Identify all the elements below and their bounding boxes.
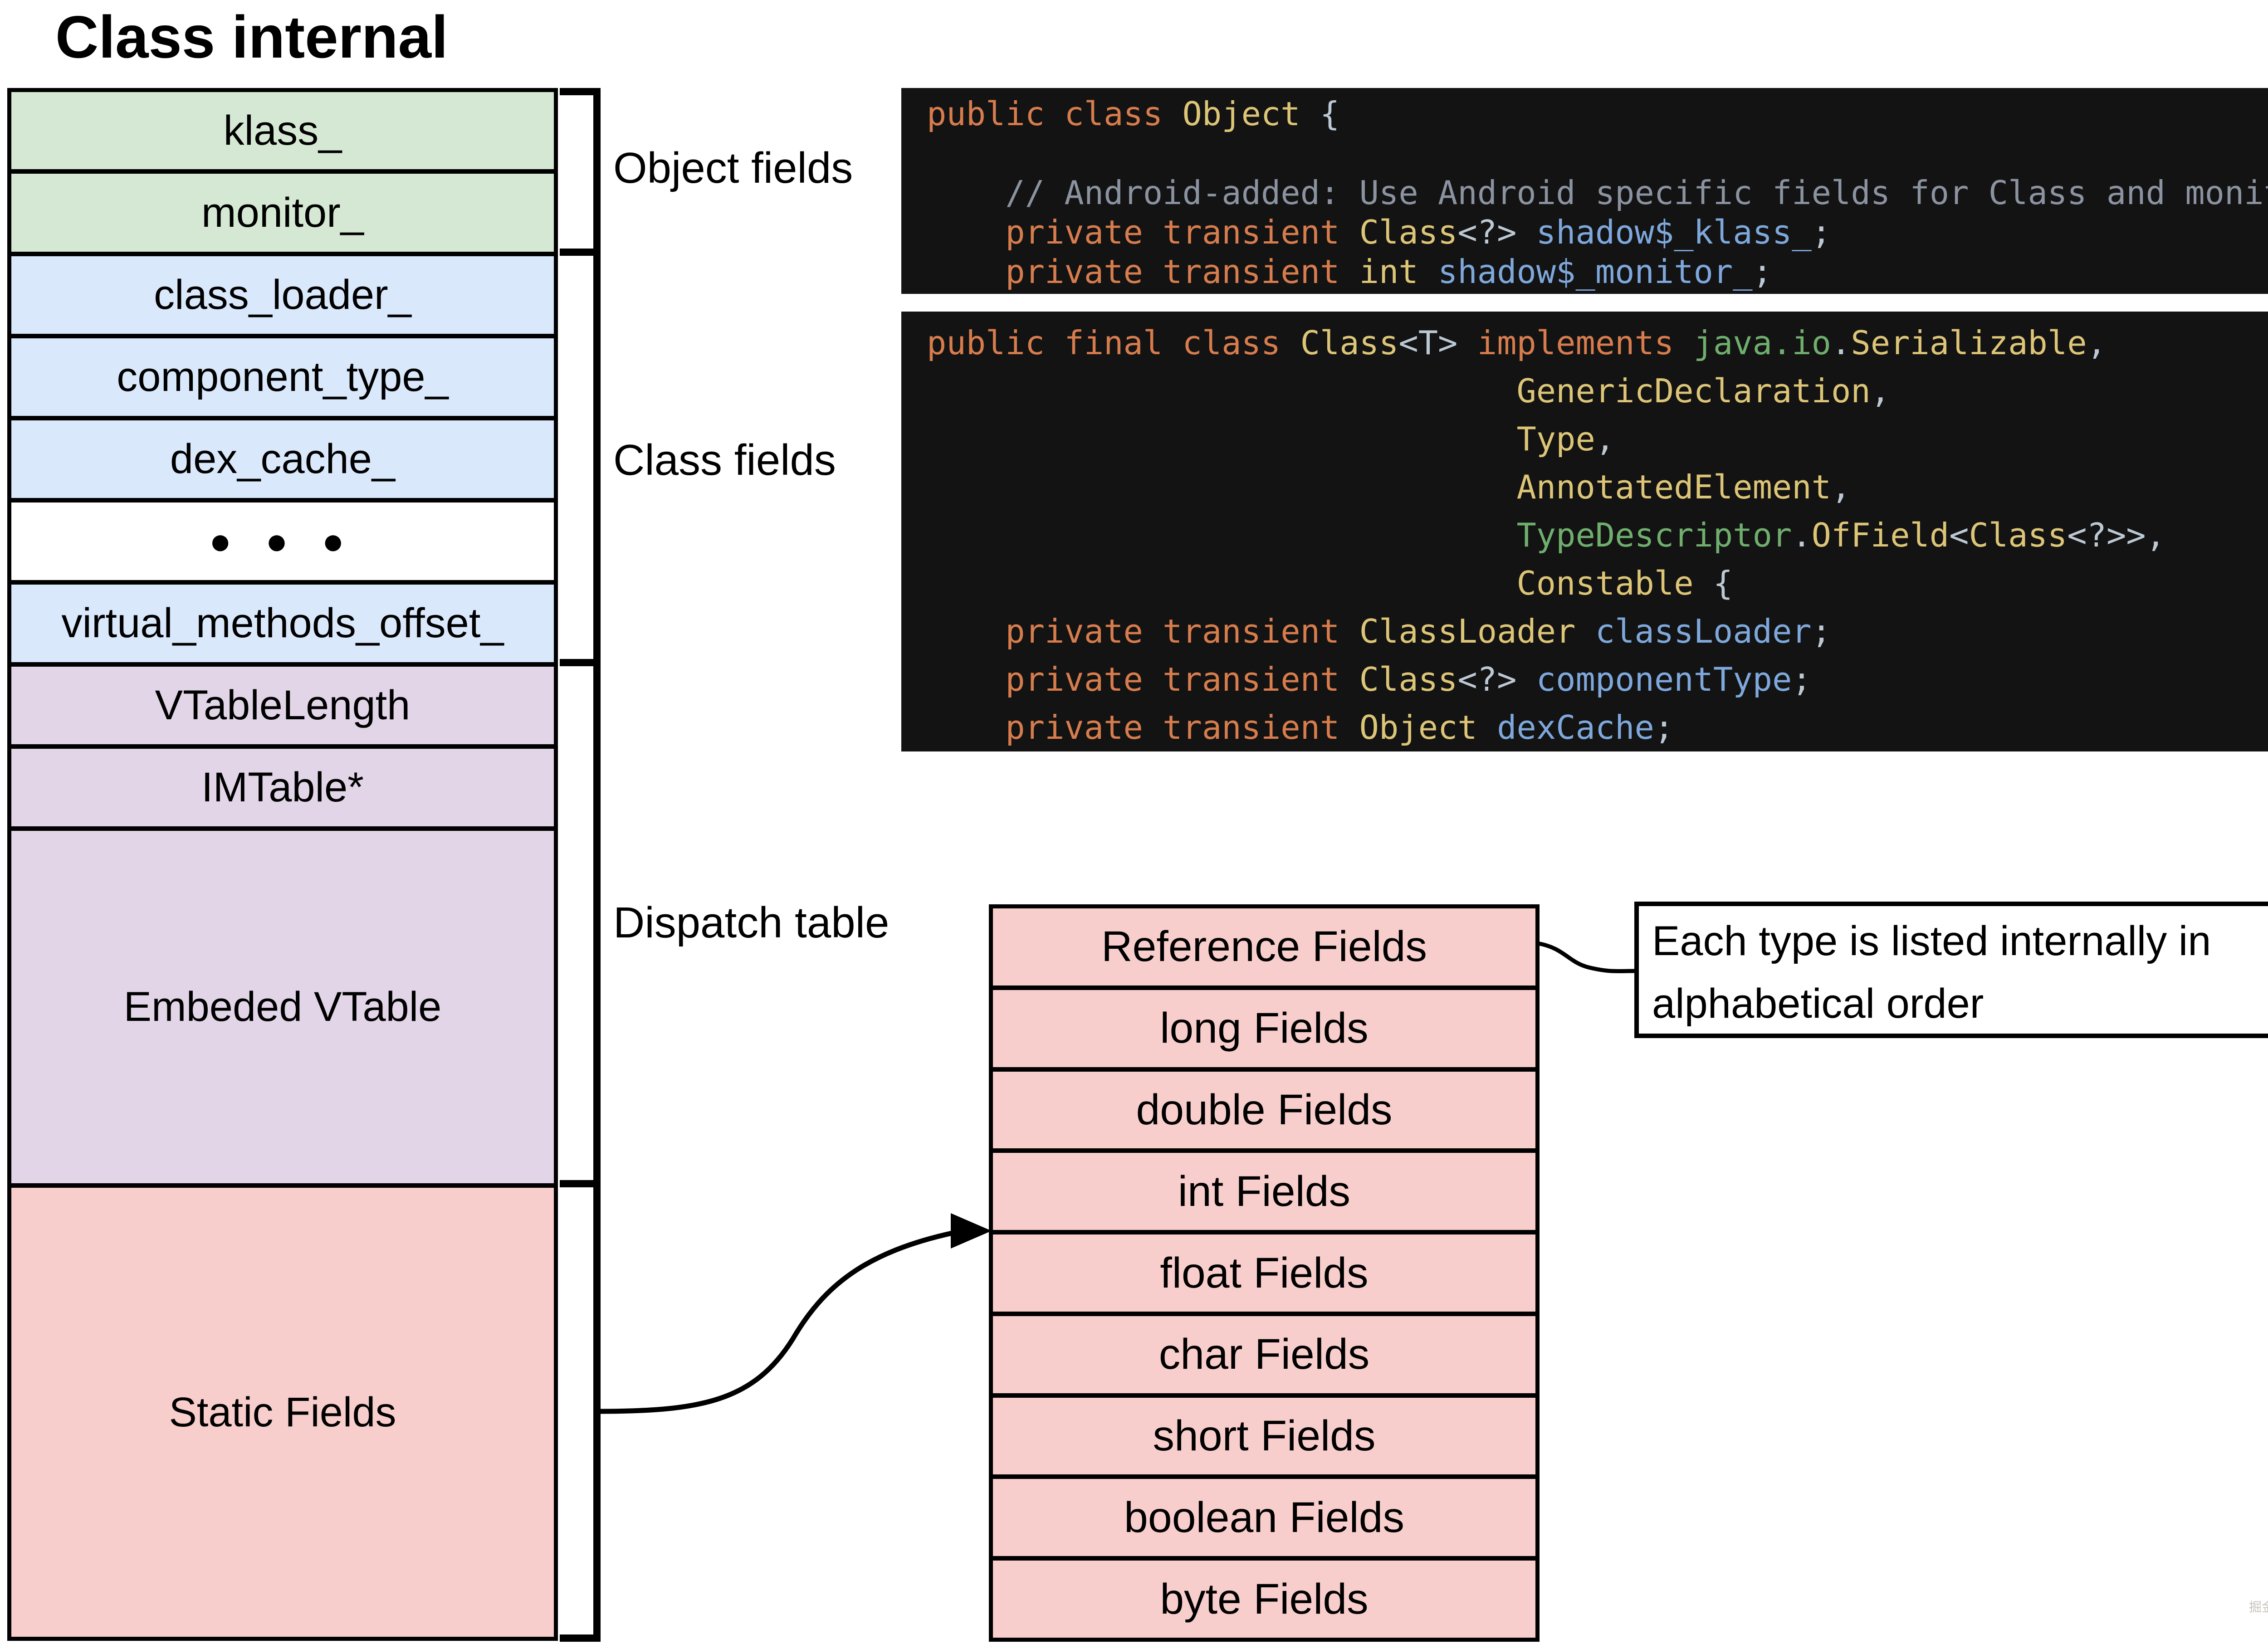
memory-row-label: Static Fields xyxy=(169,1389,396,1435)
code-line: TypeDescriptor.OfField<Class<?>>, xyxy=(1516,516,2165,554)
note-connector-line xyxy=(1537,941,1636,973)
fields-type-row: char Fields xyxy=(993,1316,1535,1398)
bracket-tick xyxy=(560,88,601,95)
class-memory-layout-table: klass_ monitor_ class_loader_ component_typ… xyxy=(7,88,558,1641)
memory-row-label: virtual_methods_offset_ xyxy=(61,600,504,646)
code-line: Constable { xyxy=(1516,564,1733,602)
fields-type-row: double Fields xyxy=(993,1071,1535,1153)
code-line: Type, xyxy=(1516,420,1615,458)
memory-row-label: IMTable* xyxy=(201,764,364,810)
note-text-line: Each type is listed internally in xyxy=(1652,918,2211,964)
memory-row-label: klass_ xyxy=(223,107,342,154)
fields-type-row: boolean Fields xyxy=(993,1479,1535,1561)
fields-type-row-label: int Fields xyxy=(1178,1167,1351,1215)
code-line: private transient Class<?> componentType… xyxy=(927,660,1812,698)
memory-row: Static Fields xyxy=(11,1188,554,1637)
static-fields-arrowhead-icon xyxy=(951,1213,992,1249)
code-block-class-java: public final class Class<T> implements j… xyxy=(901,312,2268,751)
static-fields-type-table: Reference Fields long Fields double Fields… xyxy=(989,904,1540,1642)
fields-type-row: int Fields xyxy=(993,1153,1535,1235)
code-line: private transient int shadow$_monitor_; xyxy=(927,253,1772,291)
fields-type-row: short Fields xyxy=(993,1397,1535,1479)
memory-row: dex_cache_ xyxy=(11,420,554,503)
memory-row-label: component_type_ xyxy=(117,354,449,400)
bracket-tick xyxy=(560,249,601,256)
memory-row-label: VTableLength xyxy=(155,682,411,728)
section-label-object-fields: Object fields xyxy=(613,144,853,192)
note-text-line: alphabetical order xyxy=(1652,981,1984,1027)
fields-type-row-label: boolean Fields xyxy=(1124,1493,1404,1542)
fields-type-row-label: short Fields xyxy=(1153,1412,1376,1460)
note-text: Each type is listed internally in alphab… xyxy=(1652,910,2268,1035)
fields-type-row-label: byte Fields xyxy=(1160,1575,1369,1623)
memory-row-label: Embeded VTable xyxy=(123,984,442,1030)
memory-row-label: class_loader_ xyxy=(154,272,411,318)
memory-row: klass_ xyxy=(11,92,554,174)
code-line: private transient ClassLoader classLoade… xyxy=(927,612,1832,650)
fields-type-row-label: char Fields xyxy=(1158,1330,1370,1379)
bracket-tick xyxy=(560,1634,601,1642)
code-line: AnnotatedElement, xyxy=(1516,468,1851,506)
bracket-tick xyxy=(560,659,601,666)
code-line: // Android-added: Use Android specific f… xyxy=(927,174,2268,212)
code-line: private transient Class<?> shadow$_klass… xyxy=(927,213,1832,251)
fields-type-row-label: Reference Fields xyxy=(1101,922,1427,971)
code-block-object-java: public class Object { // Android-added: … xyxy=(901,88,2268,294)
fields-type-row-label: long Fields xyxy=(1160,1004,1369,1053)
memory-row: VTableLength xyxy=(11,667,554,749)
page-title: Class internal xyxy=(55,4,448,70)
static-fields-arrow xyxy=(597,1229,957,1414)
code-line: public final class Class<T> implements j… xyxy=(927,324,2107,362)
fields-type-row-label: double Fields xyxy=(1136,1085,1393,1134)
bracket-tick xyxy=(560,1180,601,1187)
memory-row-label: monitor_ xyxy=(201,189,364,236)
memory-row-label: dex_cache_ xyxy=(170,436,396,482)
code-line xyxy=(927,134,2268,173)
memory-row: monitor_ xyxy=(11,174,554,256)
section-bracket-line xyxy=(593,88,601,1642)
section-label-class-fields: Class fields xyxy=(613,436,836,484)
watermark: 掘金技术社区 @ 芦半山 xyxy=(2249,1600,2268,1614)
fields-type-row: byte Fields xyxy=(993,1561,1535,1638)
memory-row: Embeded VTable xyxy=(11,831,554,1188)
memory-row: class_loader_ xyxy=(11,256,554,338)
section-label-dispatch-table: Dispatch table xyxy=(613,898,890,947)
fields-type-row-label: float Fields xyxy=(1160,1249,1369,1297)
memory-row: ● ● ● xyxy=(11,503,554,585)
code-line: private transient Object dexCache; xyxy=(927,708,1674,746)
memory-row: virtual_methods_offset_ xyxy=(11,585,554,667)
memory-row: component_type_ xyxy=(11,338,554,420)
code-line: GenericDeclaration, xyxy=(1516,372,1891,410)
memory-row-label: ● ● ● xyxy=(209,520,357,562)
fields-type-row: float Fields xyxy=(993,1234,1535,1316)
fields-type-row: long Fields xyxy=(993,990,1535,1072)
fields-type-row: Reference Fields xyxy=(993,908,1535,990)
memory-row: IMTable* xyxy=(11,749,554,831)
code-line: public class Object { xyxy=(927,95,1340,133)
